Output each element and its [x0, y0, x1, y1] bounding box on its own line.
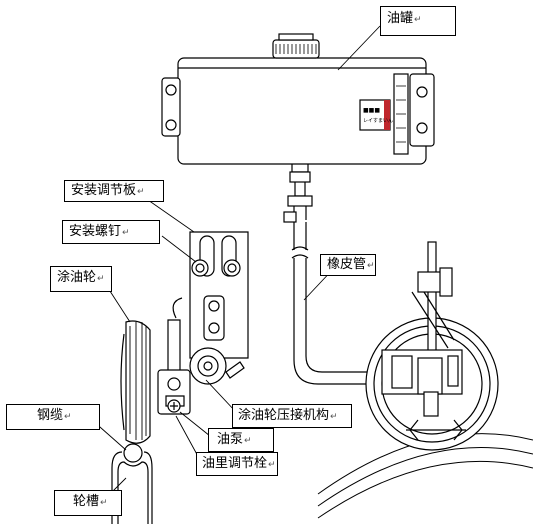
- label-wheel-groove: 轮槽↵: [54, 490, 122, 516]
- tank-sticker-line1: ■■■: [363, 107, 380, 114]
- return-mark: ↵: [64, 412, 72, 422]
- label-steel-cable-text: 钢缆: [37, 408, 64, 423]
- oil-tank-drawing: [161, 33, 435, 223]
- groove-drawing: [111, 443, 153, 524]
- label-pressing-mechanism: 涂油轮压接机构↵: [232, 404, 352, 428]
- label-steel-cable: 钢缆↵: [6, 404, 100, 430]
- label-oil-tank: 油罐↵: [380, 6, 456, 36]
- return-mark: ↵: [330, 412, 338, 422]
- return-mark: ↵: [137, 187, 145, 197]
- label-mount-plate-text: 安装调节板: [71, 183, 137, 198]
- label-oil-pump-text: 油泵: [217, 432, 244, 447]
- label-mount-screw: 安装螺钉↵: [62, 220, 160, 244]
- label-oiling-wheel-text: 涂油轮: [57, 270, 97, 285]
- label-wheel-groove-text: 轮槽: [73, 494, 100, 509]
- label-pressing-mechanism-text: 涂油轮压接机构: [238, 408, 330, 423]
- mount-plate-drawing: [167, 231, 249, 379]
- return-mark: ↵: [97, 274, 105, 284]
- label-oil-tank-text: 油罐: [387, 11, 414, 26]
- label-oiling-wheel: 涂油轮↵: [50, 266, 112, 292]
- label-rubber-hose: 橡皮管↵: [320, 254, 376, 276]
- label-oil-adjust-bolt: 油里调节栓↵: [196, 452, 278, 476]
- return-mark: ↵: [100, 498, 108, 508]
- rail-wheel-drawing: [317, 241, 533, 519]
- tank-sticker-line2: レイすまいん: [363, 118, 393, 124]
- label-oil-adjust-bolt-text: 油里调节栓: [202, 456, 268, 471]
- rubber-hose-drawing: [291, 222, 378, 385]
- return-mark: ↵: [268, 460, 276, 470]
- label-rubber-hose-text: 橡皮管: [327, 257, 367, 272]
- return-mark: ↵: [122, 228, 130, 238]
- return-mark: ↵: [244, 436, 252, 446]
- label-mount-plate: 安装调节板↵: [64, 180, 164, 202]
- return-mark: ↵: [414, 15, 422, 25]
- label-mount-screw-text: 安装螺钉: [69, 224, 122, 239]
- label-oil-pump: 油泵↵: [208, 428, 274, 452]
- return-mark: ↵: [367, 261, 375, 271]
- pump-drawing: [157, 347, 245, 415]
- oiling-wheel-drawing: [120, 320, 151, 444]
